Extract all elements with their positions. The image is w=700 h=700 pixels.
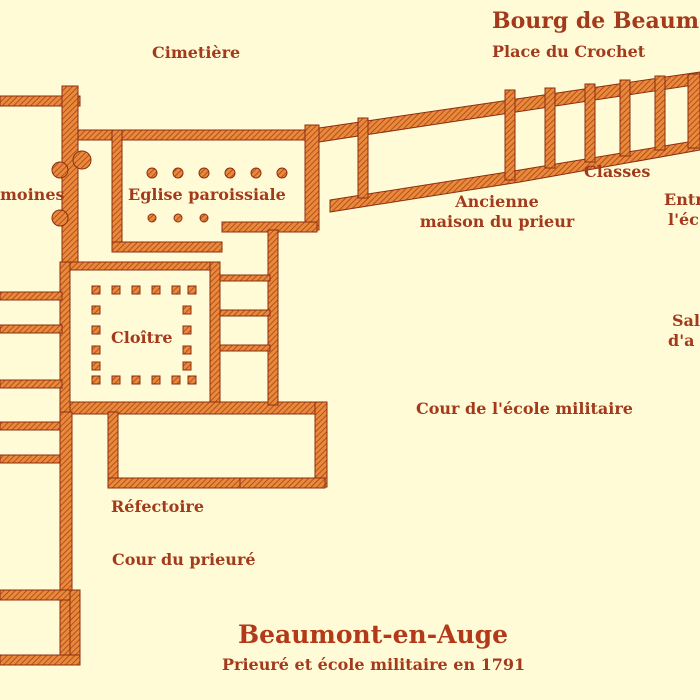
label-line: l'éc: [668, 210, 699, 229]
label-ancienne-maison-du-prieur: Ancienne maison du prieur: [412, 192, 582, 232]
label-line: maison du prieur: [419, 212, 575, 231]
label-line: d'a: [668, 331, 695, 350]
label-cour-ecole-militaire: Cour de l'école militaire: [416, 399, 633, 418]
label-eglise-paroissiale: Eglise paroissiale: [128, 185, 286, 204]
label-salle: Sal d'a: [668, 311, 700, 351]
label-cimetiere: Cimetière: [152, 43, 241, 62]
label-bourg: Bourg de Beaumo: [492, 8, 700, 34]
label-cour-du-prieure: Cour du prieuré: [112, 550, 256, 569]
label-line: Entr: [664, 190, 700, 209]
label-cloitre: Cloître: [111, 328, 173, 347]
label-moines: moines: [0, 185, 65, 204]
map-subtitle: Prieuré et école militaire en 1791: [222, 655, 526, 674]
map-title: Beaumont-en-Auge: [238, 620, 509, 649]
label-place-du-crochet: Place du Crochet: [492, 42, 646, 61]
label-line: Ancienne: [455, 192, 539, 211]
label-line: Sal: [672, 311, 700, 330]
label-refectoire: Réfectoire: [111, 497, 205, 516]
label-classes: Classes: [584, 162, 651, 181]
label-entree: Entr l'éc: [664, 190, 700, 230]
